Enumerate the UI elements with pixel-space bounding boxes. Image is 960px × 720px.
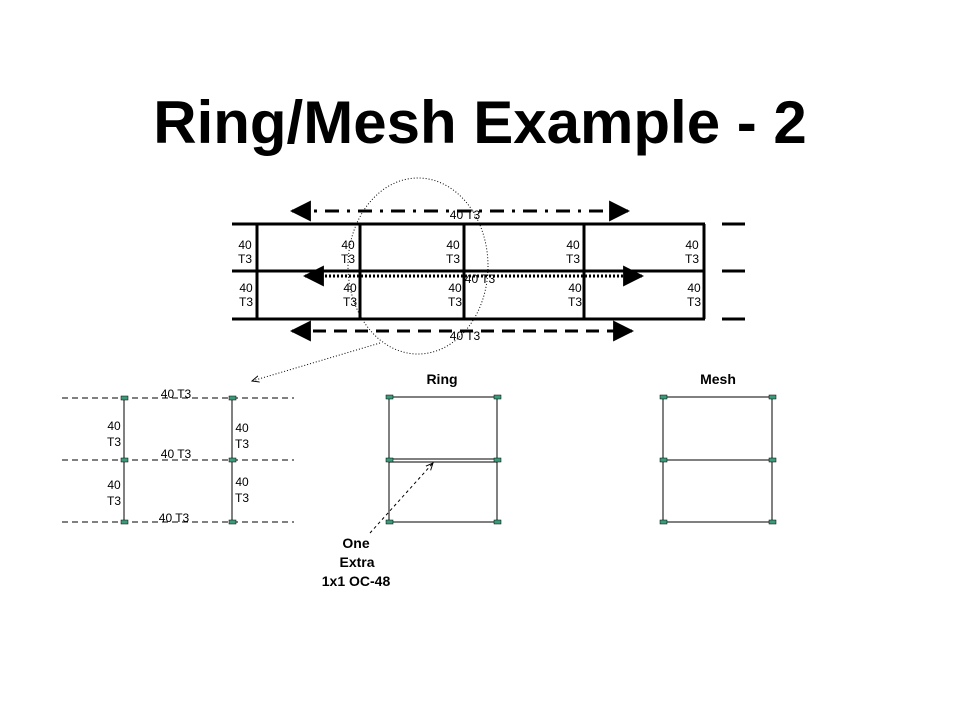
ring-node xyxy=(493,519,502,525)
lower-label-3-line1: 40 xyxy=(448,281,462,295)
detail-node xyxy=(228,395,237,401)
ring-node xyxy=(493,394,502,400)
lower-label-3-line2: T3 xyxy=(448,295,462,309)
upper-label-3-line2: T3 xyxy=(446,252,460,266)
mesh-node xyxy=(768,519,777,525)
detail-node xyxy=(120,457,129,463)
detail-right-upper-line1: 40 xyxy=(235,421,249,435)
detail-view: 40 T3 40 T3 40 T3 40 T3 40 T3 40 T3 40 T… xyxy=(62,387,294,525)
detail-right-lower-line2: T3 xyxy=(235,491,249,505)
bottom-demand-label: 40 T3 xyxy=(450,329,481,343)
upper-label-5-line1: 40 xyxy=(685,238,699,252)
upper-label-5-line2: T3 xyxy=(685,252,699,266)
lower-label-4-line1: 40 xyxy=(568,281,582,295)
upper-label-4-line1: 40 xyxy=(566,238,580,252)
slide-title: Ring/Mesh Example - 2 xyxy=(153,89,807,156)
lower-label-5-line2: T3 xyxy=(687,295,701,309)
upper-label-1-line1: 40 xyxy=(238,238,252,252)
lower-label-1-line2: T3 xyxy=(239,295,253,309)
top-demand-label: 40 T3 xyxy=(450,208,481,222)
top-network: 40 T3 40 T3 40 T3 40 T3 40 T3 40 T3 40 T… xyxy=(232,177,745,381)
detail-left-upper-line1: 40 xyxy=(107,419,121,433)
lower-label-2-line2: T3 xyxy=(343,295,357,309)
ring-annotation-line3: 1x1 OC-48 xyxy=(322,573,391,589)
zoom-pointer-arrow xyxy=(252,342,381,381)
ring-annotation-arrow xyxy=(369,463,433,534)
ring-view: Ring One Extra 1x1 OC-48 xyxy=(322,371,502,589)
detail-node xyxy=(228,519,237,525)
ring-node xyxy=(385,519,394,525)
mesh-view: Mesh xyxy=(659,371,777,525)
upper-label-1-line2: T3 xyxy=(238,252,252,266)
detail-node xyxy=(228,457,237,463)
detail-middle-label: 40 T3 xyxy=(161,447,192,461)
ring-node xyxy=(385,394,394,400)
detail-node xyxy=(120,395,129,401)
ring-annotation-line1: One xyxy=(342,535,369,551)
mesh-node xyxy=(768,394,777,400)
mesh-node xyxy=(659,394,668,400)
lower-label-4-line2: T3 xyxy=(568,295,582,309)
mesh-node xyxy=(768,457,777,463)
detail-right-upper-line2: T3 xyxy=(235,437,249,451)
mesh-node xyxy=(659,519,668,525)
ring-node xyxy=(385,457,394,463)
detail-left-lower-line1: 40 xyxy=(107,478,121,492)
mesh-title: Mesh xyxy=(700,371,736,387)
detail-right-lower-line1: 40 xyxy=(235,475,249,489)
detail-node xyxy=(120,519,129,525)
upper-label-3-line1: 40 xyxy=(446,238,460,252)
lower-label-5-line1: 40 xyxy=(687,281,701,295)
detail-bottom-label: 40 T3 xyxy=(159,511,190,525)
ring-node xyxy=(493,457,502,463)
zoom-ellipse xyxy=(347,177,489,355)
detail-top-label: 40 T3 xyxy=(161,387,192,401)
upper-label-2-line1: 40 xyxy=(341,238,355,252)
ring-annotation-line2: Extra xyxy=(339,554,374,570)
detail-left-upper-line2: T3 xyxy=(107,435,121,449)
mesh-node xyxy=(659,457,668,463)
ring-title: Ring xyxy=(426,371,457,387)
lower-label-1-line1: 40 xyxy=(239,281,253,295)
lower-label-2-line1: 40 xyxy=(343,281,357,295)
upper-label-4-line2: T3 xyxy=(566,252,580,266)
detail-left-lower-line2: T3 xyxy=(107,494,121,508)
middle-demand-label: 40 T3 xyxy=(465,272,496,286)
